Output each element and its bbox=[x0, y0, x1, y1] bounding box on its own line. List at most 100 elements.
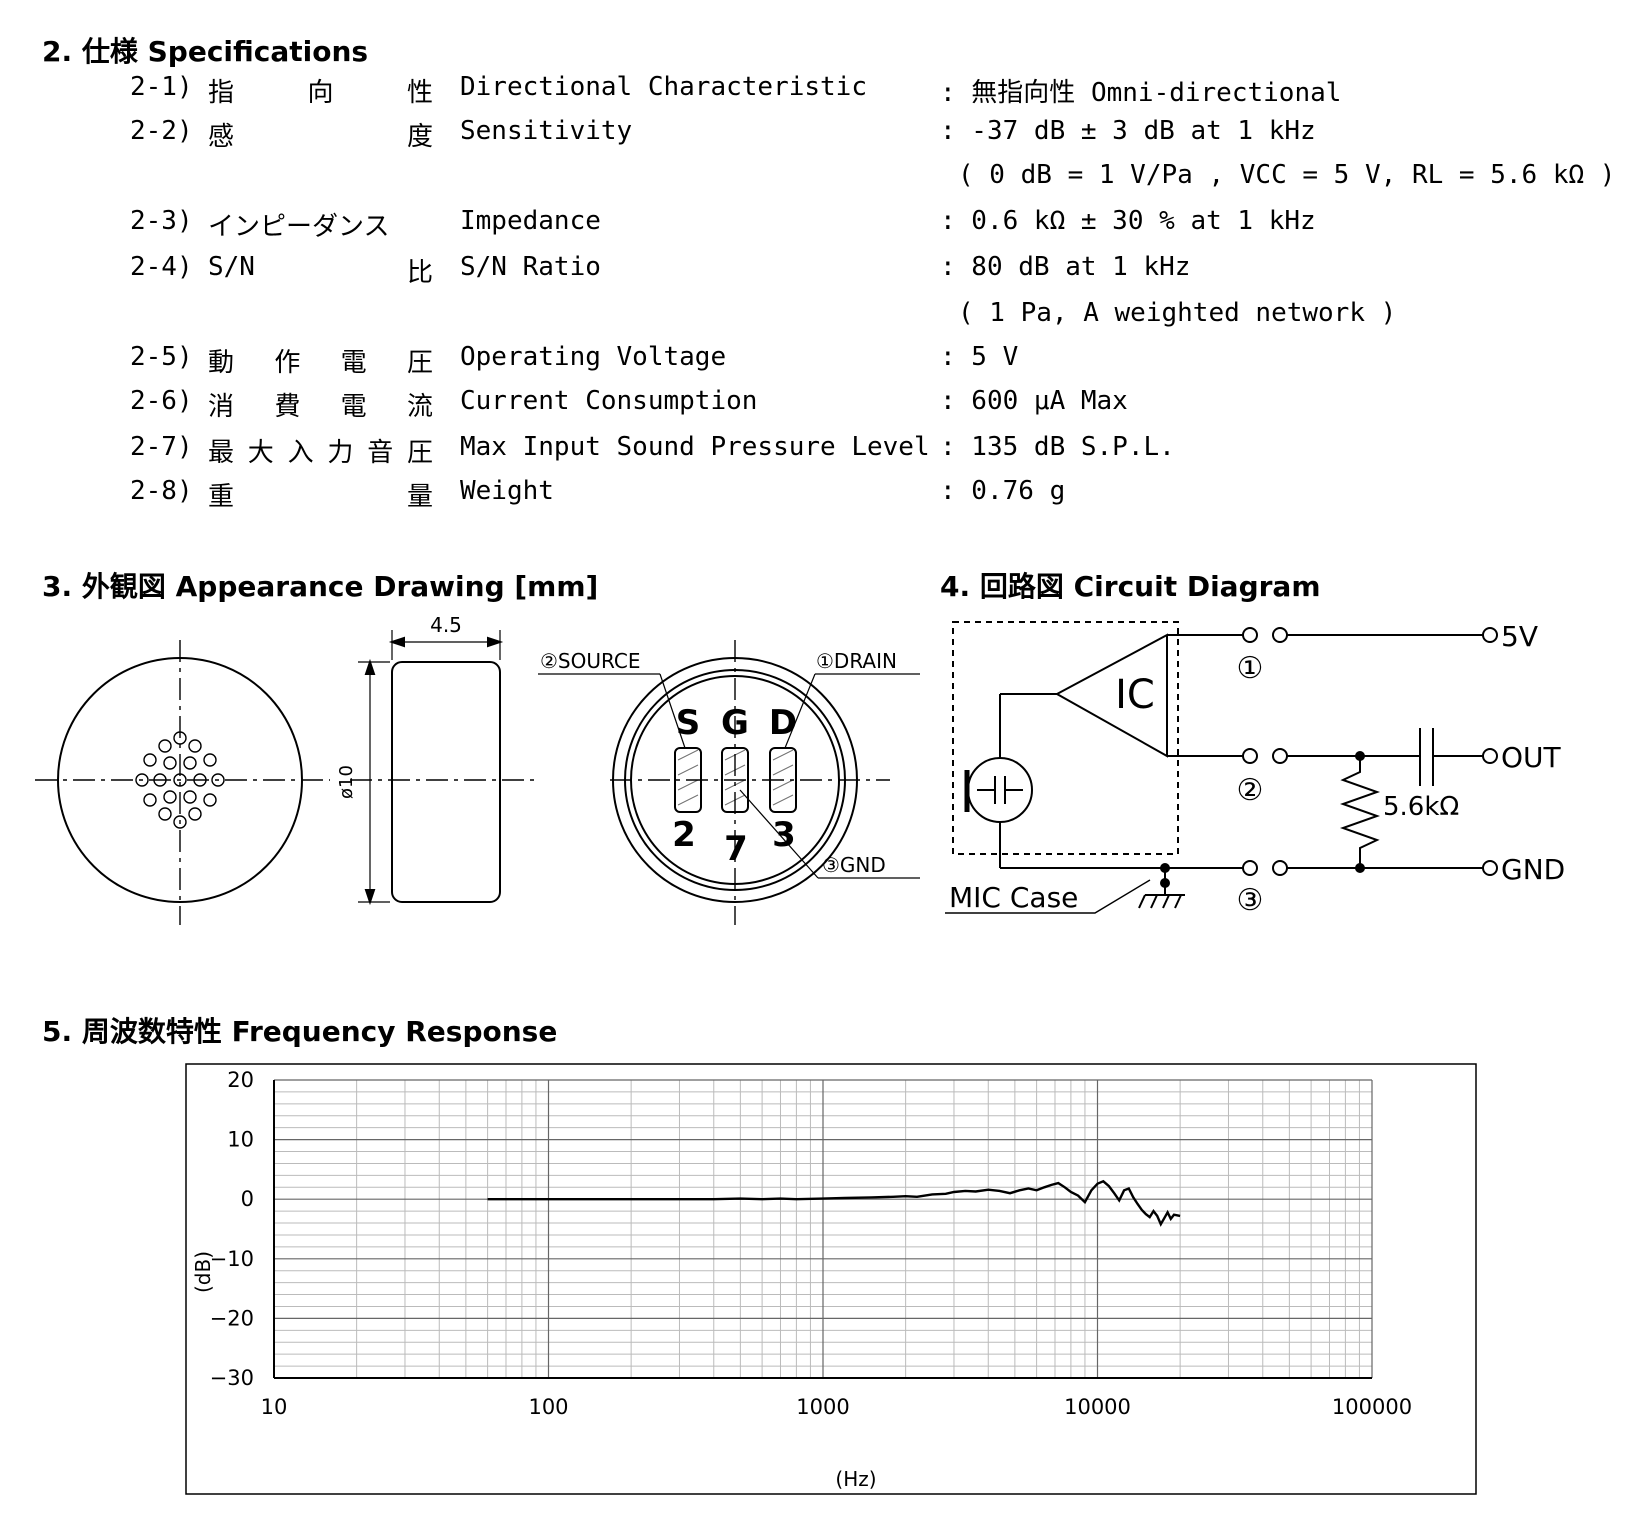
spec-jp-label: 指向性 bbox=[208, 72, 433, 109]
spec-value: : 5 V bbox=[940, 342, 1019, 372]
spec-jp-char: 作 bbox=[274, 348, 301, 378]
sensitivity-note: ( 0 dB = 1 V/Pa , VCC = 5 V, RL = 5.6 kΩ… bbox=[958, 160, 1616, 190]
y-tick-label: −20 bbox=[210, 1306, 254, 1330]
pin-number-2: 2 bbox=[672, 815, 696, 855]
pin-label-g: G bbox=[721, 703, 749, 743]
specs-title: 2. 仕様 Specifications bbox=[42, 35, 369, 68]
spec-en-label: Directional Characteristic bbox=[460, 72, 867, 102]
label-5v: 5V bbox=[1501, 620, 1538, 653]
spec-jp-char: S/N bbox=[208, 252, 255, 282]
spec-table: 2-1) 指 向 性 Directional Characteristic : 無指向性 … bbox=[0, 0, 1632, 520]
chart-xlabel: (Hz) bbox=[835, 1467, 876, 1491]
spec-jp-char: 力 bbox=[327, 438, 354, 468]
spec-jp-label: 動作電圧 bbox=[208, 342, 433, 379]
spec-jp-char: 重 bbox=[208, 482, 235, 512]
spec-number: 2-5) bbox=[130, 342, 193, 372]
spec-jp-char: 音 bbox=[367, 438, 394, 468]
sn-note: ( 1 Pa, A weighted network ) bbox=[958, 298, 1397, 328]
dim-width: 4.5 bbox=[430, 613, 462, 637]
spec-jp-char: 向 bbox=[307, 78, 334, 108]
spec-en-label: Max Input Sound Pressure Level bbox=[460, 432, 930, 462]
spec-en-label: Sensitivity bbox=[460, 116, 633, 146]
spec-jp-char: 動 bbox=[208, 348, 235, 378]
spec-value: : 600 μA Max bbox=[940, 386, 1128, 416]
spec-number: 2-7) bbox=[130, 432, 193, 462]
spec-jp-char: 大 bbox=[247, 438, 274, 468]
spec-jp-label: 最大入力音圧 bbox=[208, 432, 433, 469]
dim-diameter: ø10 bbox=[336, 765, 357, 799]
ic-label: IC bbox=[1115, 672, 1155, 718]
circuit-title: 4. 回路図 Circuit Diagram bbox=[940, 570, 1321, 603]
spec-jp-char: 最 bbox=[208, 438, 235, 468]
spec-jp-char: 費 bbox=[274, 392, 301, 422]
spec-jp-char: 入 bbox=[287, 438, 314, 468]
pin-label-d: D bbox=[769, 703, 797, 743]
spec-jp-char: 圧 bbox=[406, 348, 433, 378]
spec-value: : -37 dB ± 3 dB at 1 kHz bbox=[940, 116, 1316, 146]
y-tick-label: 0 bbox=[241, 1187, 254, 1211]
y-tick-label: −10 bbox=[210, 1247, 254, 1271]
spec-number: 2-4) bbox=[130, 252, 193, 282]
spec-number: 2-1) bbox=[130, 72, 193, 102]
spec-jp-char: インピーダンス bbox=[208, 212, 390, 242]
spec-value: : 無指向性 Omni-directional bbox=[940, 78, 1342, 108]
spec-jp-char: 量 bbox=[406, 482, 433, 512]
terminal-3: ③ bbox=[1237, 883, 1264, 918]
x-tick-label: 100 bbox=[528, 1395, 568, 1419]
mic-case-label: MIC Case bbox=[949, 881, 1078, 914]
spec-jp-label: 消費電流 bbox=[208, 386, 433, 423]
x-tick-label: 1000 bbox=[796, 1395, 849, 1419]
spec-jp-label: インピーダンス bbox=[208, 206, 433, 243]
pin-number-7: 7 bbox=[724, 829, 748, 869]
spec-en-label: Current Consumption bbox=[460, 386, 758, 416]
spec-en-label: Operating Voltage bbox=[460, 342, 727, 372]
chart-ylabel: (dB) bbox=[191, 1251, 215, 1293]
spec-value: : 80 dB at 1 kHz bbox=[940, 252, 1191, 282]
terminal-2: ② bbox=[1237, 773, 1264, 808]
resistor-label: 5.6kΩ bbox=[1383, 792, 1459, 822]
spec-en-label: Weight bbox=[460, 476, 554, 506]
spec-jp-char: 性 bbox=[406, 78, 433, 108]
spec-jp-char: 電 bbox=[340, 392, 367, 422]
spec-jp-char: 比 bbox=[406, 258, 433, 288]
spec-jp-char: 指 bbox=[208, 78, 235, 108]
spec-jp-label: 重量 bbox=[208, 476, 433, 513]
pin-number-3: 3 bbox=[772, 815, 796, 855]
spec-jp-label: 感度 bbox=[208, 116, 433, 153]
appearance-title: 3. 外観図 Appearance Drawing [mm] bbox=[42, 570, 599, 603]
y-tick-label: −30 bbox=[210, 1366, 254, 1390]
spec-jp-char: 感 bbox=[208, 122, 235, 152]
appearance-drawing: 4.5 ø10 S G D 2 7 3 ②SOURCE ①DRAIN ③GND bbox=[35, 613, 920, 925]
y-tick-label: 20 bbox=[227, 1068, 254, 1092]
terminal-1: ① bbox=[1237, 651, 1264, 686]
drain-label: ①DRAIN bbox=[816, 649, 897, 673]
spec-value: : 0.76 g bbox=[940, 476, 1066, 506]
response-curve bbox=[487, 1179, 1181, 1227]
spec-number: 2-3) bbox=[130, 206, 193, 236]
circuit-diagram: IC ① ② ③ 5V OUT GND 5.6kΩ MIC Case bbox=[945, 620, 1565, 918]
spec-value: : 135 dB S.P.L. bbox=[940, 432, 1175, 462]
x-tick-label: 10 bbox=[261, 1395, 288, 1419]
spec-value: : 0.6 kΩ ± 30 % at 1 kHz bbox=[940, 206, 1316, 236]
spec-en-label: S/N Ratio bbox=[460, 252, 601, 282]
spec-jp-char: 流 bbox=[406, 392, 433, 422]
freq-title: 5. 周波数特性 Frequency Response bbox=[42, 1015, 558, 1048]
pin-label-s: S bbox=[676, 703, 701, 743]
label-out: OUT bbox=[1501, 741, 1562, 774]
spec-number: 2-6) bbox=[130, 386, 193, 416]
x-tick-label: 100000 bbox=[1332, 1395, 1412, 1419]
spec-jp-char: 消 bbox=[208, 392, 235, 422]
spec-jp-char: 電 bbox=[340, 348, 367, 378]
y-tick-label: 10 bbox=[227, 1128, 254, 1152]
x-tick-label: 10000 bbox=[1064, 1395, 1131, 1419]
spec-number: 2-8) bbox=[130, 476, 193, 506]
label-gnd: GND bbox=[1501, 853, 1565, 886]
gnd-label: ③GND bbox=[822, 853, 886, 877]
spec-en-label: Impedance bbox=[460, 206, 601, 236]
spec-jp-label: S/N 比 bbox=[208, 252, 433, 289]
spec-jp-char: 圧 bbox=[406, 438, 433, 468]
spec-jp-char: 度 bbox=[406, 122, 433, 152]
spec-number: 2-2) bbox=[130, 116, 193, 146]
source-label: ②SOURCE bbox=[540, 649, 641, 673]
